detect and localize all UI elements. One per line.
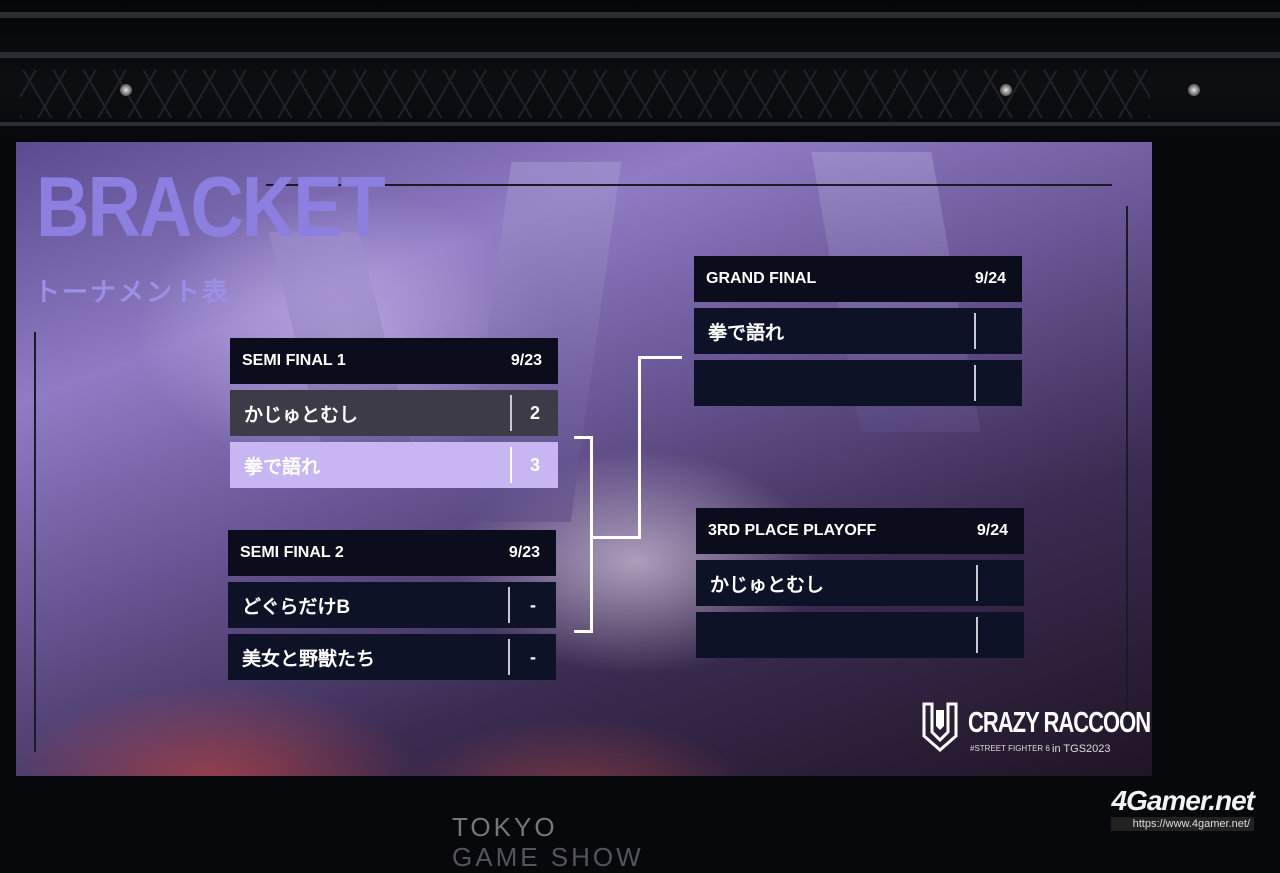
bracket-connector xyxy=(592,536,640,539)
frame-line xyxy=(34,332,36,752)
match-label: SEMI FINAL 2 xyxy=(240,544,344,561)
player-name: かじゅとむし xyxy=(244,404,359,426)
truss-lattice xyxy=(20,70,1150,118)
logo-sub: #STREET FIGHTER 6 xyxy=(970,744,1050,753)
match-header: GRAND FINAL 9/24 xyxy=(694,256,1022,302)
bracket-connector xyxy=(638,356,682,359)
player-row[interactable]: かじゅとむし xyxy=(696,560,1024,606)
player-name: どぐらだけB xyxy=(242,596,351,618)
player-row[interactable]: どぐらだけB - xyxy=(228,582,556,628)
player-score: - xyxy=(530,594,536,615)
venue-sign-line2: GAME SHOW xyxy=(452,842,644,872)
truss-bar xyxy=(0,122,1280,126)
match-label: GRAND FINAL xyxy=(706,270,817,287)
player-name: 美女と野獣たち xyxy=(242,648,376,670)
tournament-logo: CRAZY RACCOON CUP #STREET FIGHTER 6 in T… xyxy=(922,700,1152,764)
match-semi-final-2: SEMI FINAL 2 9/23 どぐらだけB - 美女と野獣たち - xyxy=(228,530,556,686)
player-name: かじゅとむし xyxy=(710,574,825,596)
match-header: SEMI FINAL 1 9/23 xyxy=(230,338,558,384)
player-score: 3 xyxy=(529,454,540,475)
player-name: 拳で語れ xyxy=(708,322,785,344)
score-divider xyxy=(974,365,976,401)
watermark-url: https://www.4gamer.net/ xyxy=(1111,817,1254,831)
match-date: 9/24 xyxy=(974,270,1006,287)
page-subtitle: トーナメント表 xyxy=(34,277,231,307)
player-row-winner[interactable]: 拳で語れ 3 xyxy=(230,442,558,488)
match-semi-final-1: SEMI FINAL 1 9/23 かじゅとむし 2 拳で語れ 3 xyxy=(230,338,558,494)
score-divider xyxy=(508,587,510,623)
player-row[interactable]: かじゅとむし 2 xyxy=(230,390,558,436)
stage-truss xyxy=(0,0,1280,140)
match-label: 3RD PLACE PLAYOFF xyxy=(708,522,877,539)
score-divider xyxy=(508,639,510,675)
logo-name: CRAZY RACCOON CUP xyxy=(968,706,1152,739)
score-divider xyxy=(510,447,512,483)
raccoon-logo-icon xyxy=(922,702,958,752)
frame-line xyxy=(1126,206,1128,726)
bracket-connector xyxy=(590,436,593,632)
player-name: 拳で語れ xyxy=(244,456,321,478)
frame-line xyxy=(266,184,1112,186)
match-header: SEMI FINAL 2 9/23 xyxy=(228,530,556,576)
match-grand-final: GRAND FINAL 9/24 拳で語れ xyxy=(694,256,1022,412)
score-divider xyxy=(510,395,512,431)
truss-bar xyxy=(0,12,1280,18)
stage-light-icon xyxy=(120,84,132,96)
stage-light-icon xyxy=(1188,84,1200,96)
stage-light-icon xyxy=(1000,84,1012,96)
watermark-name: 4Gamer.net xyxy=(1111,785,1255,816)
player-row[interactable]: 拳で語れ xyxy=(694,308,1022,354)
bracket-connector xyxy=(638,356,641,539)
score-divider xyxy=(976,617,978,653)
match-header: 3RD PLACE PLAYOFF 9/24 xyxy=(696,508,1024,554)
match-label: SEMI FINAL 1 xyxy=(242,352,346,369)
venue-sign: TOKYO xyxy=(452,812,558,842)
logo-event: in TGS2023 xyxy=(1052,743,1111,755)
match-third-place-playoff: 3RD PLACE PLAYOFF 9/24 かじゅとむし xyxy=(696,508,1024,664)
bracket-connector xyxy=(574,630,593,633)
player-score: 2 xyxy=(529,402,540,423)
score-divider xyxy=(976,565,978,601)
page-title: BRACKET xyxy=(36,159,386,255)
match-date: 9/23 xyxy=(510,352,542,369)
watermark: 4Gamer.net https://www.4gamer.net/ xyxy=(1111,785,1255,831)
player-score: - xyxy=(530,646,536,667)
bracket-connector xyxy=(574,436,592,439)
match-date: 9/24 xyxy=(976,522,1008,539)
player-row[interactable] xyxy=(696,612,1024,658)
truss-bar xyxy=(0,52,1280,58)
player-row[interactable]: 美女と野獣たち - xyxy=(228,634,556,680)
player-row[interactable] xyxy=(694,360,1022,406)
match-date: 9/23 xyxy=(508,544,540,561)
score-divider xyxy=(974,313,976,349)
led-screen: BRACKET トーナメント表 SEMI FINAL 1 9/23 かじゅとむし… xyxy=(16,142,1152,776)
